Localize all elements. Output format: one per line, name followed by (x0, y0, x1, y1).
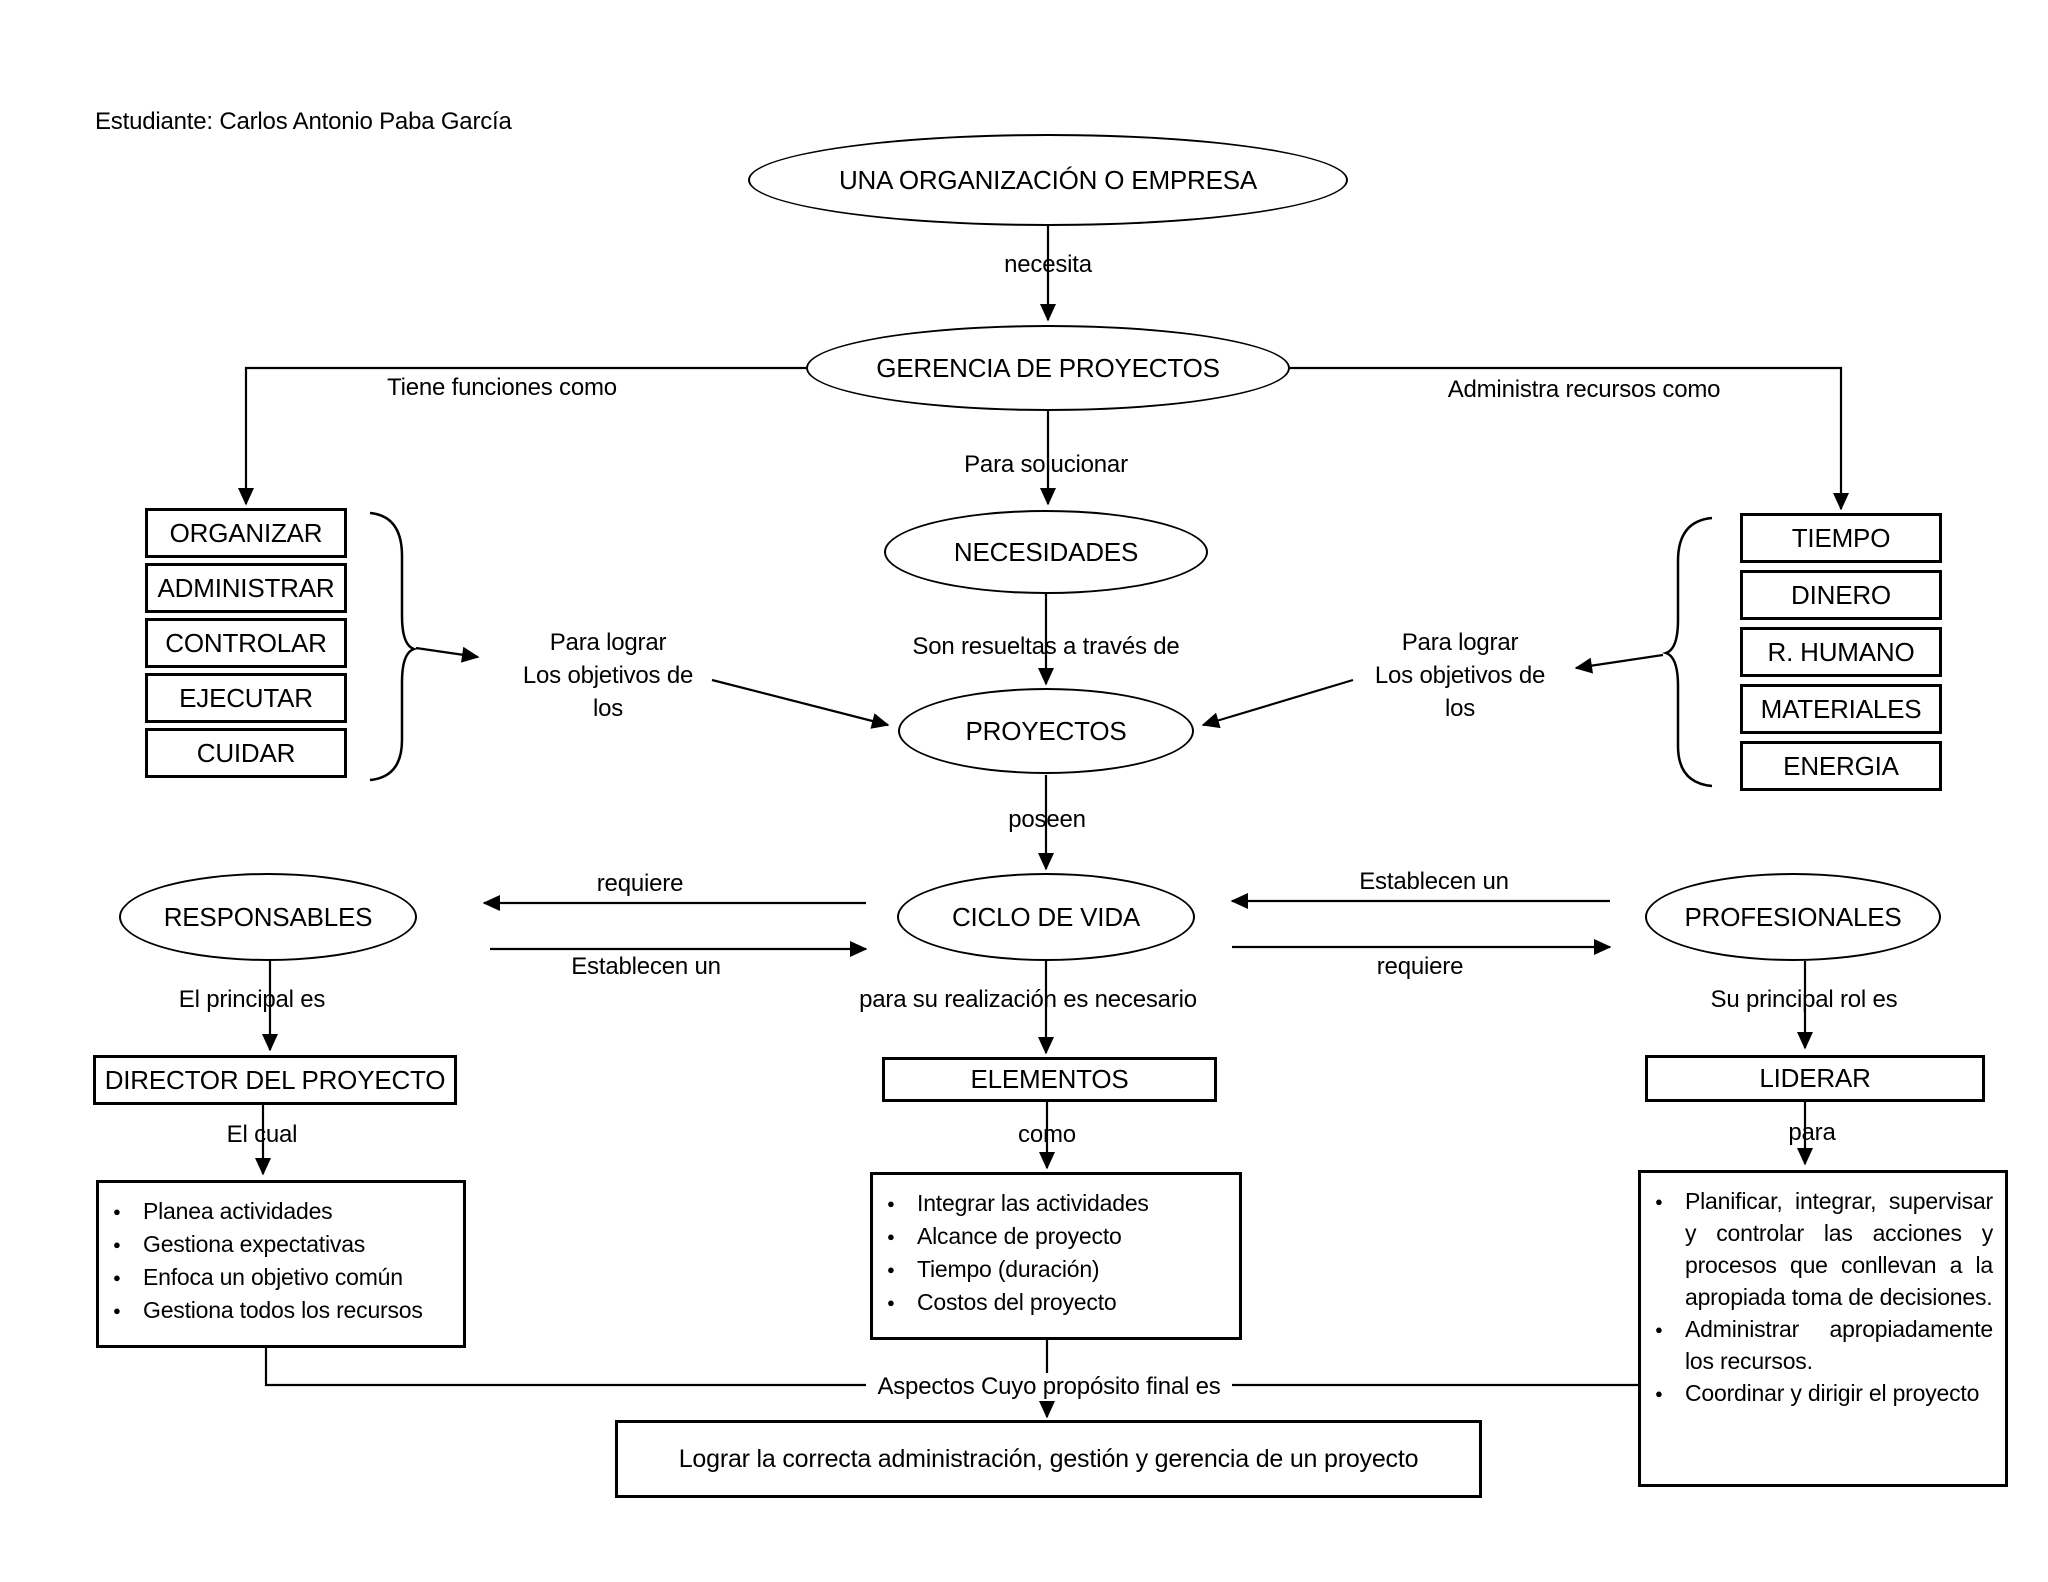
list-item: Enfoca un objetivo común (107, 1261, 451, 1294)
node-label: PROFESIONALES (1684, 901, 1902, 932)
director-tasks-list: Planea actividades Gestiona expectativas… (99, 1183, 463, 1327)
brace-functions (369, 511, 418, 782)
label-line: Para lograr (549, 629, 667, 656)
node-final-goal: Lograr la correcta administración, gesti… (615, 1420, 1482, 1498)
branch-funciones (238, 366, 806, 506)
box-label: DIRECTOR DEL PROYECTO (104, 1064, 446, 1095)
node-label: UNA ORGANIZACIÓN O EMPRESA (838, 164, 1258, 195)
box-label: Lograr la correcta administración, gesti… (678, 1444, 1419, 1473)
box-label: LIDERAR (1759, 1063, 1871, 1093)
node-label: NECESIDADES (953, 536, 1139, 567)
edge-label-para-lograr-right: Para lograr Los objetivos de los (1375, 626, 1545, 725)
box-label: CUIDAR (196, 737, 296, 768)
resource-box-materiales: MATERIALES (1740, 684, 1942, 734)
label-line: los (1444, 695, 1476, 722)
node-ciclo-de-vida: CICLO DE VIDA (897, 873, 1195, 961)
edge-label-el-cual: El cual (226, 1121, 298, 1148)
arrow-lograr-right (1201, 678, 1354, 729)
edge-label-establecen-right: Establecen un (1359, 868, 1509, 895)
label-line: los (592, 695, 624, 722)
box-label: DINERO (1791, 579, 1891, 610)
box-label: EJECUTAR (179, 682, 313, 713)
student-name: Estudiante: Carlos Antonio Paba García (95, 108, 512, 135)
node-profesionales: PROFESIONALES (1645, 873, 1941, 961)
box-label: MATERIALES (1760, 693, 1922, 724)
node-necesidades: NECESIDADES (884, 510, 1208, 594)
node-label: RESPONSABLES (163, 901, 373, 932)
node-label: GERENCIA DE PROYECTOS (876, 352, 1220, 383)
node-director-del-proyecto: DIRECTOR DEL PROYECTO (93, 1055, 457, 1105)
edge-label-como: como (1018, 1121, 1076, 1148)
branch-recursos (1290, 366, 1849, 511)
node-proyectos: PROYECTOS (898, 688, 1194, 774)
function-box-cuidar: CUIDAR (145, 728, 347, 778)
list-item: Planea actividades (107, 1195, 451, 1228)
liderar-tasks-box: Planificar, integrar, supervisar y contr… (1638, 1170, 2008, 1487)
elementos-items-list: Integrar las actividades Alcance de proy… (873, 1175, 1239, 1319)
edge-label-tiene-funciones: Tiene funciones como (387, 374, 617, 401)
edge-label-establecen-left: Establecen un (571, 953, 721, 980)
edge-label-para-su-realizacion: para su realización es necesario (859, 986, 1197, 1013)
liderar-tasks-list: Planificar, integrar, supervisar y contr… (1641, 1173, 2005, 1410)
box-label: ELEMENTOS (970, 1064, 1129, 1094)
label-line: Los objetivos de (522, 662, 694, 689)
label-line: Para lograr (1401, 629, 1519, 656)
edge-label-son-resueltas: Son resueltas a través de (912, 633, 1180, 660)
edge-label-el-principal-es: El principal es (178, 986, 326, 1013)
arrow-lograr-left (711, 678, 890, 729)
box-label: ENERGIA (1783, 750, 1899, 781)
box-label: ORGANIZAR (169, 517, 323, 548)
edge-label-para: para (1788, 1119, 1836, 1146)
resource-box-r-humano: R. HUMANO (1740, 627, 1942, 677)
edge-label-necesita: necesita (1004, 251, 1092, 278)
edge-label-requiere-right: requiere (1376, 953, 1464, 980)
node-label: PROYECTOS (965, 715, 1127, 746)
box-label: TIEMPO (1791, 522, 1891, 553)
list-item: Administrar apropiadamente los recursos. (1649, 1313, 1993, 1377)
label-line: Los objetivos de (1374, 662, 1546, 689)
box-label: CONTROLAR (165, 627, 327, 658)
edge-label-para-solucionar: Para solucionar (964, 451, 1128, 478)
node-gerencia-de-proyectos: GERENCIA DE PROYECTOS (806, 325, 1290, 411)
node-responsables: RESPONSABLES (119, 873, 417, 961)
edge-label-aspectos: Aspectos Cuyo propósito final es (874, 1373, 1224, 1401)
list-item: Gestiona todos los recursos (107, 1294, 451, 1327)
resource-box-tiempo: TIEMPO (1740, 513, 1942, 563)
node-label: CICLO DE VIDA (951, 901, 1141, 932)
list-item: Planificar, integrar, supervisar y contr… (1649, 1185, 1993, 1313)
brace-resources (1662, 516, 1713, 788)
resource-box-dinero: DINERO (1740, 570, 1942, 620)
director-tasks-box: Planea actividades Gestiona expectativas… (96, 1180, 466, 1348)
node-organizacion-empresa: UNA ORGANIZACIÓN O EMPRESA (748, 134, 1348, 226)
box-label: ADMINISTRAR (157, 572, 335, 603)
list-item: Alcance de proyecto (881, 1220, 1227, 1253)
list-item: Coordinar y dirigir el proyecto (1649, 1377, 1993, 1410)
arrow-brace-right (1574, 653, 1664, 674)
list-item: Integrar las actividades (881, 1187, 1227, 1220)
function-box-organizar: ORGANIZAR (145, 508, 347, 558)
list-item: Costos del proyecto (881, 1286, 1227, 1319)
edge-label-poseen: poseen (1008, 806, 1086, 833)
function-box-controlar: CONTROLAR (145, 618, 347, 668)
edge-label-su-principal-rol: Su principal rol es (1710, 986, 1898, 1013)
box-label: R. HUMANO (1767, 636, 1915, 667)
list-item: Gestiona expectativas (107, 1228, 451, 1261)
resource-box-energia: ENERGIA (1740, 741, 1942, 791)
node-elementos: ELEMENTOS (882, 1057, 1217, 1102)
function-box-ejecutar: EJECUTAR (145, 673, 347, 723)
arrow-brace-left (415, 646, 480, 663)
elementos-items-box: Integrar las actividades Alcance de proy… (870, 1172, 1242, 1340)
line-left-to-aspectos (264, 1348, 866, 1387)
list-item: Tiempo (duración) (881, 1253, 1227, 1286)
edge-label-para-lograr-left: Para lograr Los objetivos de los (523, 626, 693, 725)
edge-label-requiere-left: requiere (596, 870, 684, 897)
node-liderar: LIDERAR (1645, 1055, 1985, 1102)
edge-label-administra-recursos: Administra recursos como (1447, 376, 1721, 403)
function-box-administrar: ADMINISTRAR (145, 563, 347, 613)
